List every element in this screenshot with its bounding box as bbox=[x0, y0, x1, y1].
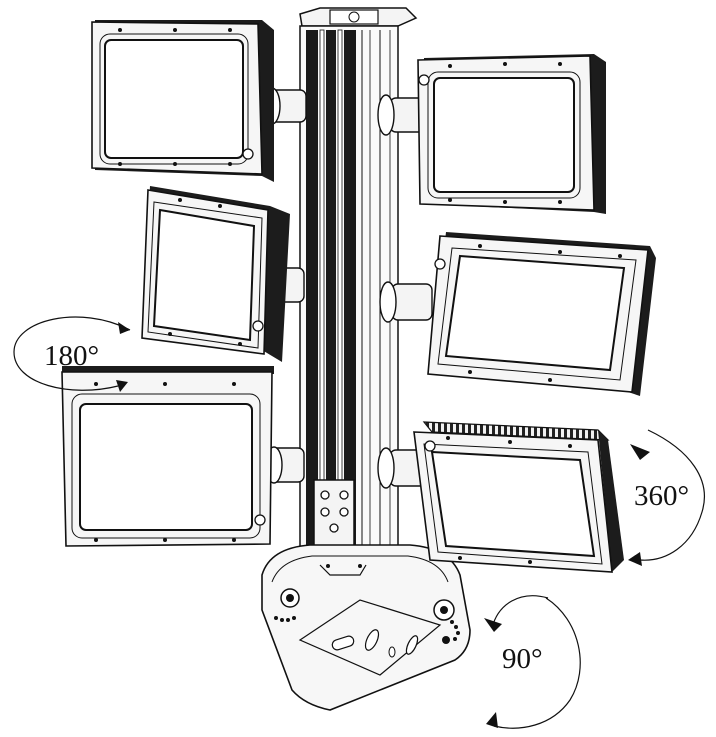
rotation-label-180: 180° bbox=[44, 340, 99, 372]
light-panel-upper-left bbox=[91, 20, 274, 182]
rotation-arrow-left bbox=[13, 316, 131, 392]
light-panel-middle-left bbox=[141, 186, 290, 362]
rotation-label-360: 360° bbox=[634, 480, 689, 512]
mast-top-fan bbox=[329, 9, 379, 25]
light-panel-lower-left bbox=[61, 366, 274, 547]
light-panel-middle-right bbox=[427, 232, 656, 396]
light-panel-lower-right bbox=[413, 421, 624, 573]
rotation-label-90: 90° bbox=[502, 643, 543, 675]
mast-mounting-plate bbox=[313, 479, 355, 553]
light-panel-upper-right bbox=[417, 54, 606, 214]
rotation-arrow-bottom bbox=[484, 595, 581, 729]
rotation-arrow-right bbox=[628, 429, 705, 566]
base-yoke-bracket bbox=[261, 544, 471, 711]
